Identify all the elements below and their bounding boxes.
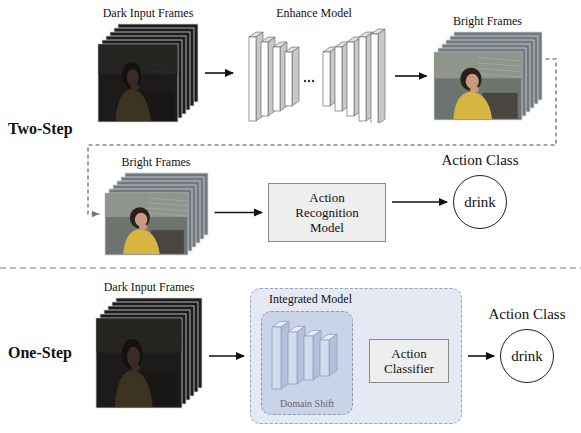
box-text: Action Classifier bbox=[378, 346, 440, 376]
flow-arrow bbox=[205, 72, 233, 74]
frames-illustration-part bbox=[123, 229, 160, 254]
flow-arrow bbox=[209, 355, 244, 357]
frames-illustration-part bbox=[453, 91, 492, 119]
frame-stack: Bright Frames bbox=[100, 155, 212, 256]
frames-illustration bbox=[97, 23, 199, 123]
network-illustration-part bbox=[323, 52, 330, 106]
network-illustration-part bbox=[249, 37, 256, 121]
frames-illustration-part bbox=[465, 74, 478, 89]
process-box: Action Classifier bbox=[369, 339, 449, 383]
class-circle: drink bbox=[500, 329, 554, 383]
frames-illustration-part bbox=[146, 198, 187, 201]
box-text: Action Recognition Model bbox=[277, 190, 377, 235]
frame-heading: Dark Input Frames bbox=[92, 6, 204, 20]
frames-illustration-part bbox=[98, 44, 178, 122]
class-text: drink bbox=[511, 348, 543, 365]
section-label: One-Step bbox=[8, 344, 72, 362]
frames-illustration-part bbox=[122, 339, 143, 370]
flow-arrow bbox=[215, 212, 263, 214]
integrated-model-box: Integrated ModelDomain Shift Action Class… bbox=[250, 288, 462, 424]
network-illustration bbox=[239, 23, 389, 123]
frames-illustration-part bbox=[138, 69, 177, 73]
frames-illustration-part bbox=[116, 89, 151, 121]
frames-illustration-part bbox=[138, 56, 177, 60]
frames-illustration-part bbox=[138, 63, 177, 67]
frames-illustration-part bbox=[478, 57, 521, 60]
frame-heading: Enhance Model bbox=[236, 6, 392, 20]
section-label: Two-Step bbox=[8, 120, 73, 138]
flow-arrow bbox=[395, 75, 427, 77]
frame-heading: Bright Frames bbox=[430, 14, 545, 28]
network-illustration-part bbox=[347, 42, 354, 116]
frames-illustration-part bbox=[434, 52, 522, 120]
frames-illustration-part bbox=[122, 62, 141, 89]
frame-stack: Dark Input Frames bbox=[90, 280, 208, 409]
frames-illustration-part bbox=[131, 83, 139, 90]
frames-illustration-part bbox=[146, 213, 187, 216]
section-separator bbox=[0, 268, 581, 269]
network-illustration-part bbox=[261, 42, 268, 116]
frame-stack: Bright Frames bbox=[430, 14, 545, 121]
class-circle: drink bbox=[453, 175, 507, 229]
network-illustration-part bbox=[292, 47, 299, 106]
network-illustration-part bbox=[378, 29, 385, 123]
network-illustration-part bbox=[335, 47, 342, 111]
network-illustration-part bbox=[359, 37, 366, 121]
frames-illustration-part bbox=[460, 68, 481, 91]
network-illustration-part bbox=[273, 47, 280, 111]
output-circle-node: Action Class drink bbox=[478, 306, 576, 383]
frames-illustration-part bbox=[127, 347, 140, 367]
flow-arrow bbox=[468, 355, 494, 357]
network-illustration-part bbox=[371, 34, 378, 123]
frames-illustration-part bbox=[470, 86, 479, 92]
frames-illustration-part bbox=[478, 68, 521, 71]
output-heading: Action Class bbox=[478, 306, 576, 323]
frames-illustration-part bbox=[146, 203, 187, 206]
frames-illustration-part bbox=[134, 213, 146, 227]
layers-illustration-part bbox=[288, 332, 297, 384]
frame-heading: Bright Frames bbox=[100, 155, 212, 169]
frames-illustration-part bbox=[146, 208, 187, 211]
frames-illustration-part bbox=[139, 347, 181, 352]
frames-illustration-part bbox=[139, 325, 181, 330]
network-illustration-part bbox=[308, 80, 310, 82]
network-illustration-part bbox=[285, 52, 292, 106]
layers-illustration-part bbox=[320, 340, 329, 376]
frames-illustration-part bbox=[139, 332, 181, 337]
flow-arrow bbox=[392, 201, 447, 203]
frames-illustration-part bbox=[478, 74, 521, 77]
frames-illustration bbox=[95, 297, 203, 409]
frames-illustration-part bbox=[139, 224, 147, 230]
frames-illustration bbox=[104, 172, 209, 256]
frames-illustration-part bbox=[115, 370, 153, 407]
domain-shift-region: Domain Shift bbox=[261, 311, 353, 415]
layers-illustration-part bbox=[304, 336, 313, 380]
network-illustration-part bbox=[304, 80, 306, 82]
group-heading: Integrated Model bbox=[269, 292, 352, 306]
layers-illustration-part bbox=[272, 327, 281, 389]
frames-illustration-part bbox=[138, 50, 177, 54]
network-illustration-part bbox=[312, 80, 314, 82]
layers-illustration bbox=[262, 312, 354, 396]
network-model: Enhance Model bbox=[236, 6, 392, 123]
frames-illustration-part bbox=[139, 340, 181, 345]
frames-illustration-part bbox=[105, 193, 188, 255]
frames-illustration-part bbox=[127, 69, 139, 86]
class-text: drink bbox=[464, 194, 496, 211]
frames-illustration-part bbox=[129, 207, 149, 228]
frame-stack: Dark Input Frames bbox=[92, 6, 204, 123]
region-text: Domain Shift bbox=[262, 398, 352, 410]
frames-illustration-part bbox=[131, 363, 140, 371]
output-circle-node: Action Class drink bbox=[430, 152, 530, 229]
layers-illustration-part bbox=[329, 334, 337, 376]
output-heading: Action Class bbox=[430, 152, 530, 169]
frames-illustration-part bbox=[478, 63, 521, 66]
frame-heading: Dark Input Frames bbox=[90, 280, 208, 294]
process-box: Action Recognition Model bbox=[268, 183, 386, 242]
frames-illustration-part bbox=[96, 318, 182, 408]
frames-illustration bbox=[433, 31, 543, 121]
